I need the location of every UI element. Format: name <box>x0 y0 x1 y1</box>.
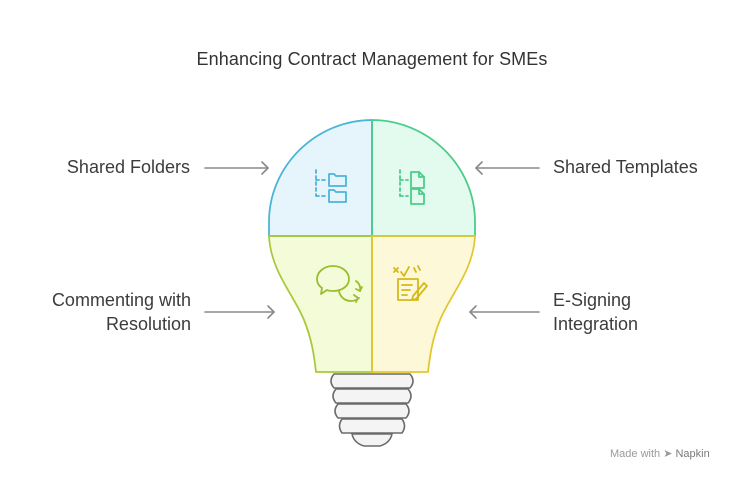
label-line: Shared Folders <box>66 157 190 177</box>
watermark-brand: Napkin <box>675 448 710 460</box>
napkin-logo-icon: ➤ <box>663 448 673 460</box>
outline-top-right <box>371 119 476 237</box>
diagram-title: Enhancing Contract Management for SMEs <box>196 49 548 69</box>
label-shared-folders: Shared Folders <box>20 155 190 179</box>
quadrant-bottom-left <box>269 236 372 372</box>
arrow-shared-folders <box>204 161 269 175</box>
comment-refresh-icon <box>316 265 363 303</box>
outline-top-left <box>268 119 373 237</box>
arrow-shared-templates <box>475 161 540 175</box>
e-sign-document-icon <box>393 265 428 301</box>
outline-bottom-left <box>268 235 373 373</box>
quadrant-top-right <box>372 120 475 236</box>
arrow-commenting <box>204 305 275 319</box>
watermark: Made with ➤ Napkin <box>610 447 710 460</box>
document-tree-icon <box>399 169 425 205</box>
label-line: E-Signing <box>553 290 632 310</box>
arrow-e-signing <box>469 305 540 319</box>
outline-bottom-right <box>371 235 476 373</box>
label-line: Integration <box>553 314 639 334</box>
label-line: Shared Templates <box>553 157 698 177</box>
folder-tree-icon <box>315 169 347 203</box>
quadrant-bottom-right <box>372 236 475 372</box>
label-e-signing-integration: E-Signing Integration <box>553 288 733 336</box>
watermark-prefix: Made with <box>610 448 661 460</box>
label-shared-templates: Shared Templates <box>553 155 733 179</box>
label-commenting-with-resolution: Commenting with Resolution <box>10 288 191 336</box>
label-line: Commenting with <box>51 290 191 310</box>
bulb-base <box>330 373 414 447</box>
label-line: Resolution <box>105 314 191 334</box>
